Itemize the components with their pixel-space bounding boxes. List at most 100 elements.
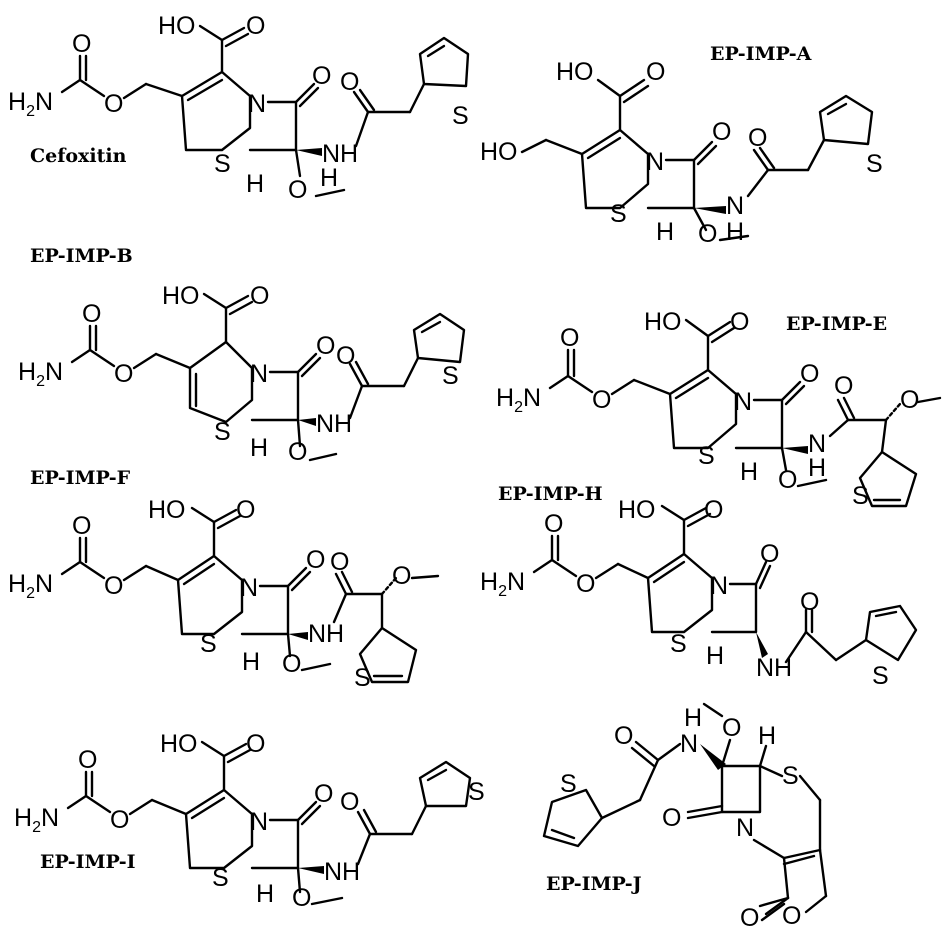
hydrogen-atom: H bbox=[758, 722, 776, 750]
amide-oxygen: O bbox=[340, 788, 359, 816]
lactam-oxygen: O bbox=[316, 332, 335, 360]
molecule-ep-imp-j: EP-IMP-J S O N H O H O N S O bbox=[542, 702, 828, 932]
amide-nh: NH bbox=[308, 620, 344, 648]
acid-oxygen: O bbox=[250, 282, 269, 310]
label-ep-imp-b: EP-IMP-B bbox=[30, 245, 133, 267]
carbonyl-oxygen: O bbox=[82, 300, 101, 328]
methoxy-oxygen-2: O bbox=[282, 650, 301, 678]
ester-oxygen: O bbox=[110, 806, 129, 834]
acid-oxygen: O bbox=[730, 308, 749, 336]
molecule-cefoxitin: H2N O O HO O N O S H NH O bbox=[8, 12, 470, 204]
amide-h: H bbox=[726, 218, 744, 246]
hydrogen-atom: H bbox=[242, 648, 260, 676]
lactone-carbonyl-oxygen: O bbox=[740, 904, 759, 932]
carbonyl-oxygen: O bbox=[72, 30, 91, 58]
molecule-ep-imp-f: EP-IMP-F H2N O O HO O N O S H NH O O bbox=[8, 467, 440, 692]
acid-oxygen: O bbox=[246, 730, 265, 758]
thiophene-sulfur: S bbox=[872, 662, 889, 690]
hydroxyl-group: HO bbox=[160, 730, 198, 758]
hydroxyl-group: HO bbox=[618, 496, 656, 524]
molecule-ep-imp-b: EP-IMP-B H2N O O HO O N O S H NH O S bbox=[18, 245, 466, 466]
lactam-oxygen: O bbox=[662, 804, 681, 832]
methoxy-oxygen: O bbox=[722, 714, 741, 742]
acid-oxygen: O bbox=[646, 58, 665, 86]
molecule-ep-imp-a: EP-IMP-A HO HO O N O S H N H O S O bbox=[480, 43, 883, 248]
ester-oxygen: O bbox=[104, 572, 123, 600]
amide-n: N bbox=[808, 430, 826, 458]
lactam-oxygen: O bbox=[312, 62, 331, 90]
hydrogen-atom: H bbox=[656, 218, 674, 246]
amide-oxygen: O bbox=[834, 372, 853, 400]
label-ep-imp-f: EP-IMP-F bbox=[30, 467, 131, 489]
acid-oxygen: O bbox=[704, 496, 723, 524]
amide-nh: NH bbox=[322, 140, 358, 168]
ring-sulfur: S bbox=[698, 442, 715, 470]
amide-oxygen: O bbox=[800, 588, 819, 616]
lactam-oxygen: O bbox=[712, 118, 731, 146]
thiophene-sulfur: S bbox=[442, 362, 459, 390]
ring-sulfur: S bbox=[212, 864, 229, 892]
amine-group: H2N bbox=[18, 358, 63, 390]
amine-group: H2N bbox=[8, 88, 53, 120]
amine-group: H2N bbox=[496, 384, 541, 416]
thiophene-sulfur: S bbox=[852, 482, 869, 510]
carbonyl-oxygen: O bbox=[560, 324, 579, 352]
methoxy-oxygen: O bbox=[288, 438, 307, 466]
lactam-oxygen: O bbox=[760, 540, 779, 568]
ring-nitrogen: N bbox=[250, 360, 268, 388]
amide-n: N bbox=[726, 192, 744, 220]
carbonyl-oxygen: O bbox=[72, 512, 91, 540]
ring-sulfur: S bbox=[214, 418, 231, 446]
amide-nh: NH bbox=[324, 858, 360, 886]
ring-nitrogen: N bbox=[734, 388, 752, 416]
label-cefoxitin: Cefoxitin bbox=[30, 145, 127, 167]
hydroxyl-group: HO bbox=[480, 138, 518, 166]
label-ep-imp-e: EP-IMP-E bbox=[786, 313, 887, 335]
amide-nh: NH bbox=[316, 410, 352, 438]
ester-oxygen: O bbox=[104, 90, 123, 118]
amine-group: H2N bbox=[480, 568, 525, 600]
ring-nitrogen: N bbox=[248, 90, 266, 118]
ring-nitrogen: N bbox=[250, 808, 268, 836]
ring-sulfur: S bbox=[782, 762, 799, 790]
methoxy-hydrogen: H bbox=[320, 164, 338, 192]
ring-nitrogen: N bbox=[646, 148, 664, 176]
molecule-ep-imp-i: EP-IMP-I H2N O O HO O N O S H NH O S bbox=[14, 730, 485, 912]
label-ep-imp-i: EP-IMP-I bbox=[40, 851, 136, 873]
hydroxyl-group: HO bbox=[644, 308, 682, 336]
methoxy-oxygen: O bbox=[392, 562, 411, 590]
hydrogen-atom: H bbox=[246, 170, 264, 198]
amide-oxygen: O bbox=[748, 124, 767, 152]
amine-group: H2N bbox=[8, 570, 53, 602]
hydroxyl-group: HO bbox=[162, 282, 200, 310]
methoxy-oxygen: O bbox=[698, 220, 717, 248]
amide-oxygen: O bbox=[614, 722, 633, 750]
methoxy-oxygen: O bbox=[292, 884, 311, 912]
molecule-ep-imp-e: EP-IMP-E H2N O O HO O N O S H N H O O bbox=[496, 308, 942, 510]
hydroxyl-group: HO bbox=[158, 12, 196, 40]
amide-oxygen: O bbox=[336, 342, 355, 370]
methoxy-oxygen: O bbox=[288, 176, 307, 204]
lactam-oxygen: O bbox=[314, 780, 333, 808]
amide-oxygen: O bbox=[330, 548, 349, 576]
hydroxyl-group: HO bbox=[148, 496, 186, 524]
acid-oxygen: O bbox=[246, 12, 265, 40]
thiophene-sulfur: S bbox=[452, 102, 469, 130]
lactam-oxygen: O bbox=[800, 360, 819, 388]
hydrogen-atom: H bbox=[250, 434, 268, 462]
amide-oxygen: O bbox=[340, 68, 359, 96]
amide-nh: NH bbox=[756, 654, 792, 682]
amide-h: H bbox=[684, 704, 702, 732]
thiophene-sulfur: S bbox=[468, 778, 485, 806]
molecule-ep-imp-h: EP-IMP-H H2N O O HO O N O S H NH O S bbox=[480, 483, 918, 690]
label-ep-imp-a: EP-IMP-A bbox=[710, 43, 812, 65]
thiophene-sulfur: S bbox=[560, 770, 577, 798]
hydrogen-atom: H bbox=[740, 458, 758, 486]
thiophene-sulfur: S bbox=[866, 150, 883, 178]
ring-sulfur: S bbox=[670, 630, 687, 658]
lactone-oxygen: O bbox=[782, 902, 801, 930]
hydroxyl-acid: HO bbox=[556, 58, 594, 86]
hydrogen-atom: H bbox=[256, 880, 274, 908]
